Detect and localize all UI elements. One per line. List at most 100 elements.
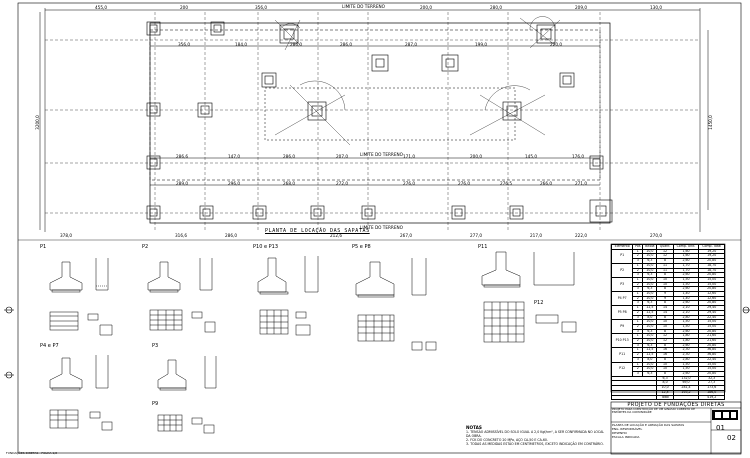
detail-title: P12: [534, 300, 544, 306]
title-fields: PLANTA DE LOCAÇÃO E ARMAÇÃO DAS SAPATAS …: [612, 423, 710, 439]
footing-details: [49, 243, 742, 455]
reinforcement-table: Elemento Pos Bitola Quant. Comp. Unit. C…: [610, 244, 725, 401]
dim-label: 356,0: [255, 5, 267, 10]
dim-label: 220,0: [550, 42, 562, 47]
table-cell: P3: [610, 276, 634, 293]
detail-title: P9: [152, 401, 159, 407]
dim-label: 316,6: [175, 233, 187, 238]
boundary-label-top: LIMITE DO TERRENO: [342, 4, 385, 9]
right-dimension: 1450,0: [707, 115, 713, 130]
table-header: Elemento: [610, 244, 634, 250]
company-logo: [712, 410, 738, 420]
dim-label: 184,0: [235, 42, 247, 47]
title-field: ESCALA INDICADA: [612, 435, 640, 439]
notes-heading: NOTAS: [466, 425, 482, 430]
dim-label: 272,0: [336, 181, 348, 186]
dim-label: 270,0: [650, 233, 662, 238]
table-cell: Total: [656, 394, 674, 401]
title-field: PLANTA DE LOCAÇÃO E ARMAÇÃO DAS SAPATAS: [612, 423, 685, 427]
table-cell: [672, 394, 700, 401]
table-cell: 419,2: [698, 394, 725, 401]
dim-label: 145,0: [525, 154, 537, 159]
project-description: PROJETO PARA CONSTRUÇÃO DE UM GINÁSIO CO…: [612, 407, 696, 415]
dim-label: 171,0: [403, 154, 415, 159]
table-total-row: Total 419,2: [610, 394, 725, 401]
title-field: ENG. RESPONSÁVEL: [612, 427, 643, 431]
note-item: 3- TODAS AS MEDIDAS ESTÃO EM CENTÍMETROS…: [466, 442, 604, 446]
boundary-label-bot: LIMITE DO TERRENO: [360, 225, 403, 230]
detail-title: P5 e P8: [352, 244, 371, 250]
dim-label: 276,0: [458, 181, 470, 186]
note-item: 1- TENSÃO ADMISSÍVEL DO SOLO IGUAL A 2,0…: [466, 430, 605, 438]
title-field: DESENHO: [612, 431, 627, 435]
dim-label: 267,0: [400, 233, 412, 238]
dim-label: 455,0: [95, 5, 107, 10]
dim-label: 286,0: [225, 233, 237, 238]
footer-note: FUNDAÇÕES DIRETAS - FOLHA 1/2: [6, 451, 58, 455]
detail-title: P2: [142, 244, 149, 250]
table-cell: P1: [610, 248, 634, 264]
detail-title: P4 e P7: [40, 343, 59, 349]
detail-title: P1: [40, 244, 47, 250]
dim-label: 271,0: [575, 181, 587, 186]
notes: NOTAS 1- TENSÃO ADMISSÍVEL DO SOLO IGUAL…: [466, 425, 606, 446]
dim-label: 276,0: [403, 181, 415, 186]
boundary-label-mid: LIMITE DO TERRENO: [360, 152, 403, 157]
dim-label: 378,0: [60, 233, 72, 238]
dim-label: 286,6: [176, 154, 188, 159]
table-cell: P12: [610, 361, 634, 377]
table-cell: P5 P8: [610, 305, 634, 321]
dim-label: 286,0: [290, 42, 302, 47]
dim-label: 217,0: [530, 233, 542, 238]
dim-label: 276,5: [500, 181, 512, 186]
dim-label: 212,6: [330, 233, 342, 238]
dim-label: 207,0: [336, 154, 348, 159]
dim-label: 222,0: [575, 233, 587, 238]
dim-label: 287,0: [405, 42, 417, 47]
detail-title: P11: [478, 244, 488, 250]
dim-label: 268,0: [283, 181, 295, 186]
dim-label: 296,0: [228, 181, 240, 186]
project-title: PROJETO DE FUNDAÇÕES DIRETAS: [627, 402, 725, 408]
detail-title: P10 e P13: [253, 244, 279, 250]
dim-label: 286,0: [340, 42, 352, 47]
note-item: 2- FCK DO CONCRETO 20 MPa, AÇO CA-50 E C…: [466, 438, 548, 442]
table-cell: P10 P13: [610, 333, 634, 349]
dim-label: 176,0: [572, 154, 584, 159]
dim-label: 289,0: [176, 181, 188, 186]
table-cell: P9: [610, 319, 634, 335]
dim-label: 130,0: [650, 5, 662, 10]
dim-label: 277,0: [470, 233, 482, 238]
dim-label: 200: [180, 5, 188, 10]
dim-label: 199,0: [475, 42, 487, 47]
table-cell: P2: [610, 262, 634, 278]
dim-label: 356,0: [178, 42, 190, 47]
table-cell: P4 P7: [610, 291, 634, 307]
table-cell: P11: [610, 347, 634, 363]
table-cell: [610, 394, 658, 401]
sheet-total: 02: [727, 434, 736, 442]
dim-label: 280,0: [490, 5, 502, 10]
foundation-plan: [39, 8, 709, 232]
detail-title: P3: [152, 343, 159, 349]
table-header: Comp. Unit.: [672, 244, 700, 250]
table-header: Comp. Total: [698, 244, 725, 250]
title-block: PROJETO DE FUNDAÇÕES DIRETAS PROJETO PAR…: [611, 402, 741, 454]
dim-label: 147,0: [228, 154, 240, 159]
dim-label: 209,0: [575, 5, 587, 10]
plan-title: PLANTA DE LOCAÇÃO DAS SAPATAS: [265, 228, 370, 234]
dim-label: 286,0: [283, 154, 295, 159]
left-dimension: 3200,0: [34, 115, 40, 130]
sheet-number: 01 02: [711, 424, 741, 452]
dim-label: 200,0: [470, 154, 482, 159]
dim-label: 200,0: [420, 5, 432, 10]
dim-label: 266,0: [540, 181, 552, 186]
